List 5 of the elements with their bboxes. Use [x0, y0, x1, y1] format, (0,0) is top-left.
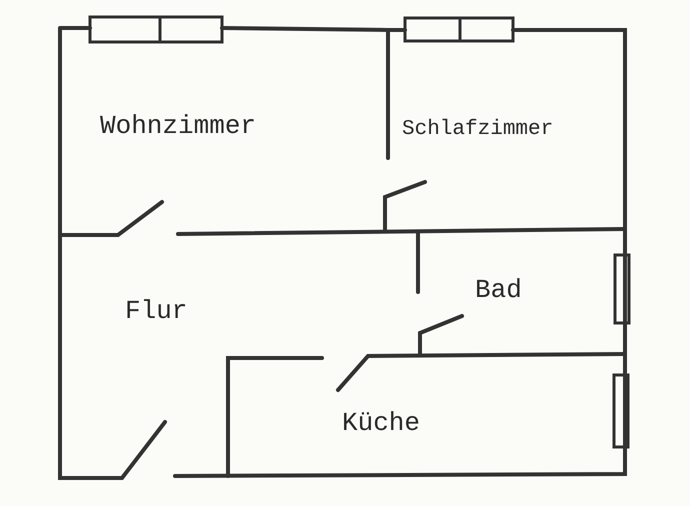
room-label: Küche	[342, 410, 420, 436]
room-label: Wohnzimmer	[100, 113, 256, 139]
room-label: Flur	[125, 298, 188, 324]
room-label: Schlafzimmer	[402, 119, 554, 140]
room-label: Bad	[475, 277, 522, 303]
